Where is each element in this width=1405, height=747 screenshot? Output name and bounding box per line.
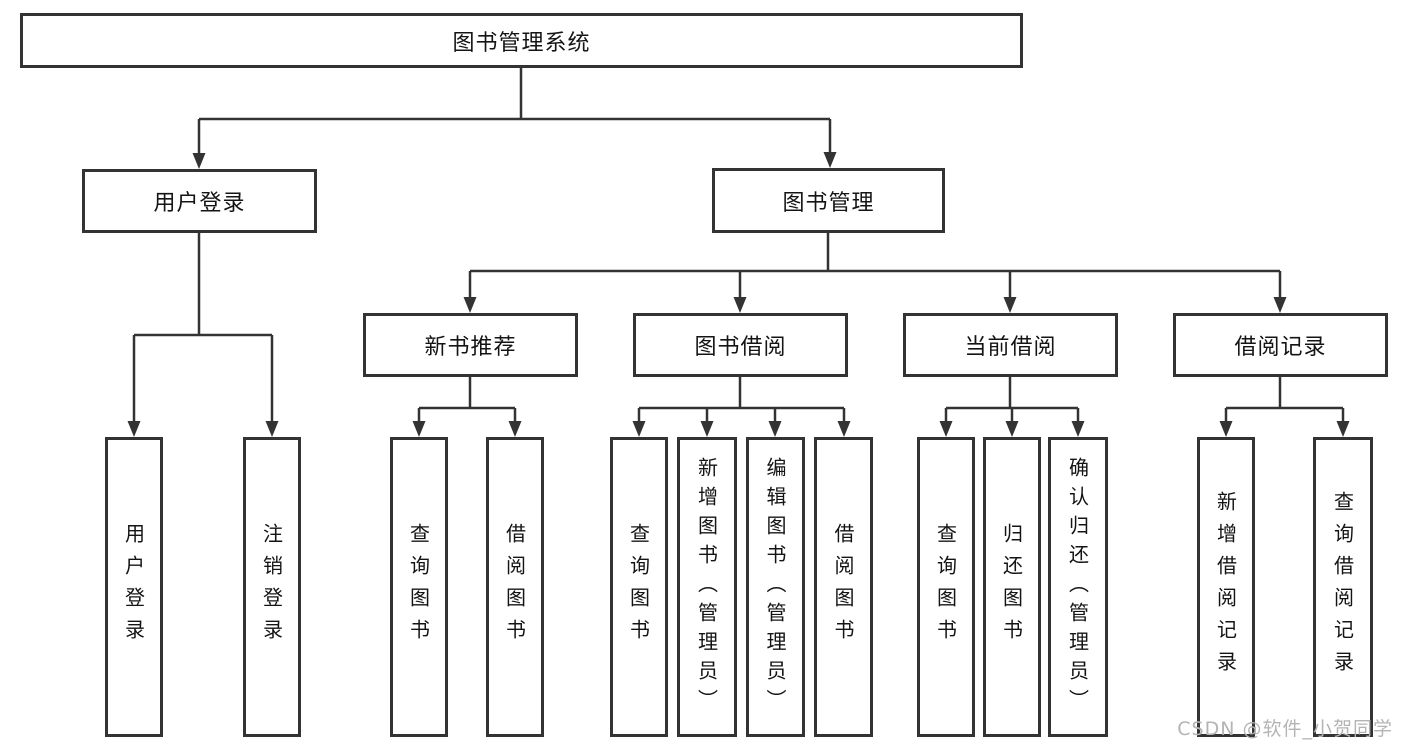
- node-new-book-recommendation: 新书推荐: [363, 313, 578, 377]
- node-user-login-module: 用户登录: [82, 169, 317, 233]
- node-borrowing-records: 借阅记录: [1173, 313, 1388, 377]
- node-label: 借阅图书: [502, 523, 527, 651]
- node-confirm-return-admin: 确认归还（管理员）: [1048, 437, 1108, 737]
- node-label: 查询借阅记录: [1330, 491, 1355, 683]
- node-label: 图书借阅: [694, 335, 787, 360]
- node-label: 查询图书: [933, 523, 958, 651]
- node-user-login-action: 用户登录: [105, 437, 163, 737]
- node-label: 归还图书: [999, 523, 1024, 651]
- node-label: 用户登录: [153, 191, 246, 216]
- node-label: 新书推荐: [424, 335, 517, 360]
- node-label: 借阅记录: [1234, 335, 1327, 360]
- watermark: CSDN @软件_小贺同学: [1177, 718, 1393, 740]
- node-query-books-current: 查询图书: [917, 437, 975, 737]
- node-edit-books-admin: 编辑图书（管理员）: [746, 437, 805, 737]
- node-borrow-books-borrowing: 借阅图书: [814, 437, 873, 737]
- node-label: 新增借阅记录: [1213, 491, 1238, 683]
- node-query-books-borrowing: 查询图书: [610, 437, 668, 737]
- node-library-management-system: 图书管理系统: [20, 13, 1023, 68]
- node-book-management: 图书管理: [712, 168, 945, 233]
- node-current-borrowing: 当前借阅: [903, 313, 1118, 377]
- node-label: 查询图书: [406, 523, 431, 651]
- node-label: 当前借阅: [964, 335, 1057, 360]
- tree-edges: [132, 68, 1345, 421]
- node-logout: 注销登录: [243, 437, 301, 737]
- node-label: 图书管理: [782, 190, 875, 216]
- node-label: 借阅图书: [831, 523, 855, 651]
- node-label: 新增图书（管理员）: [694, 456, 719, 718]
- arrow-down-icon: [127, 152, 1350, 437]
- node-add-borrow-record: 新增借阅记录: [1197, 437, 1255, 737]
- node-query-books-recommend: 查询图书: [390, 437, 448, 737]
- node-borrow-books-recommend: 借阅图书: [486, 437, 544, 737]
- node-label: 编辑图书（管理员）: [763, 456, 787, 718]
- node-label: 确认归还（管理员）: [1065, 456, 1090, 718]
- node-label: 查询图书: [626, 523, 651, 651]
- node-book-borrowing: 图书借阅: [633, 313, 848, 377]
- node-add-books-admin: 新增图书（管理员）: [677, 437, 737, 737]
- node-return-books: 归还图书: [983, 437, 1041, 737]
- node-query-borrow-record: 查询借阅记录: [1313, 437, 1373, 737]
- node-label: 注销登录: [259, 523, 284, 651]
- node-label: 用户登录: [121, 523, 146, 651]
- node-label: 图书管理系统: [452, 30, 591, 56]
